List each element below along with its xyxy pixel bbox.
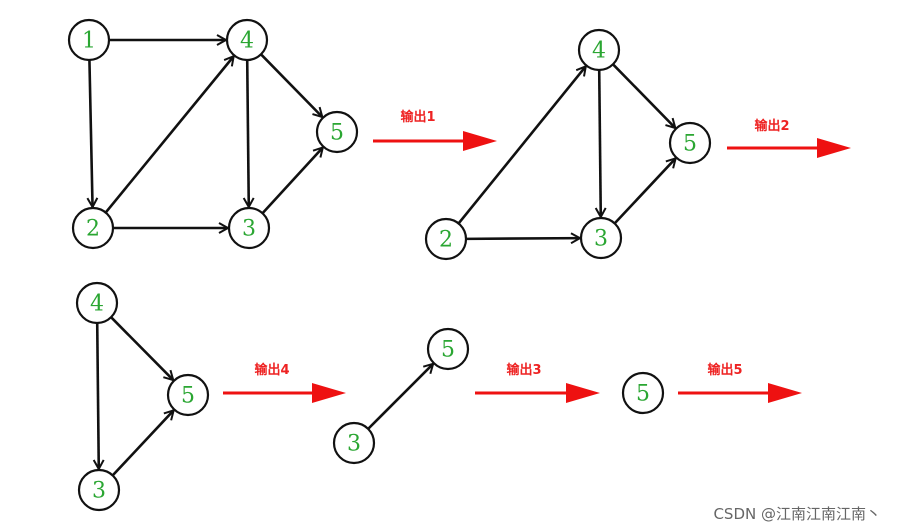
g3-edge-4-to-3 bbox=[97, 322, 99, 469]
g2-node-5-circle bbox=[668, 121, 712, 165]
g1-node-1: 1 bbox=[67, 18, 111, 62]
g1-edge-3-to-5 bbox=[261, 147, 323, 215]
g3-edge-3-to-5 bbox=[111, 410, 174, 477]
g1-node-2-circle bbox=[71, 206, 115, 250]
g2-node-5: 5 bbox=[668, 121, 712, 165]
g3-node-3: 3 bbox=[77, 468, 121, 512]
step-arrow-2: 输出2 bbox=[727, 118, 851, 158]
step-arrow-5: 输出5 bbox=[678, 362, 802, 403]
g4-node-5-circle bbox=[426, 327, 470, 371]
step-label-1: 输出1 bbox=[400, 109, 435, 125]
g3-node-5-label: 5 bbox=[181, 384, 195, 409]
g1-node-3-circle bbox=[227, 206, 271, 250]
g1-node-4: 4 bbox=[225, 18, 269, 62]
g2-node-2: 2 bbox=[424, 217, 468, 261]
g1-edge-1-to-2 bbox=[89, 59, 92, 207]
g3-node-4-label: 4 bbox=[90, 292, 104, 317]
g1-node-3-label: 3 bbox=[242, 217, 256, 242]
step-arrow-2-head-icon bbox=[817, 138, 851, 158]
g1-node-2: 2 bbox=[71, 206, 115, 250]
g3-node-5: 5 bbox=[166, 373, 210, 417]
g1-node-1-label: 1 bbox=[82, 29, 96, 54]
g4-node-5-label: 5 bbox=[441, 338, 455, 363]
g3-node-4-circle bbox=[75, 281, 119, 325]
g4-node-5: 5 bbox=[426, 327, 470, 371]
step-arrow-1: 输出1 bbox=[373, 109, 497, 151]
g2-node-4: 4 bbox=[577, 28, 621, 72]
step-label-3: 输出4 bbox=[254, 362, 289, 378]
step-label-2: 输出2 bbox=[754, 118, 789, 134]
steps-layer: 输出1 输出2 输出4 输出3 输出5 bbox=[223, 109, 851, 403]
g4-edge-3-to-5 bbox=[367, 364, 433, 430]
g2-edge-4-to-3 bbox=[599, 69, 601, 217]
step-arrow-3-head-icon bbox=[312, 383, 346, 403]
g1-node-3: 3 bbox=[227, 206, 271, 250]
g1-edge-4-to-5 bbox=[260, 53, 322, 117]
g2-edge-3-to-5 bbox=[613, 158, 676, 225]
step-arrow-3: 输出4 bbox=[223, 362, 346, 403]
g2-edge-2-to-4 bbox=[457, 66, 586, 225]
g1-edge-2-to-4 bbox=[104, 56, 234, 214]
step-label-5: 输出5 bbox=[707, 362, 742, 378]
g3-edge-4-to-5 bbox=[110, 316, 173, 380]
g2-node-4-label: 4 bbox=[592, 39, 606, 64]
step-arrow-4-head-icon bbox=[566, 383, 600, 403]
g2-node-3-circle bbox=[579, 216, 623, 260]
g2-edge-2-to-3 bbox=[465, 238, 580, 239]
g2-node-5-label: 5 bbox=[683, 132, 697, 157]
g5-node-5-circle bbox=[621, 371, 665, 415]
g5-node-5-label: 5 bbox=[636, 382, 650, 407]
g1-node-4-circle bbox=[225, 18, 269, 62]
g2-node-2-circle bbox=[424, 217, 468, 261]
nodes-layer: 1 2 3 4 5 2 3 4 5 3 4 5 3 5 5 bbox=[67, 18, 712, 512]
g1-node-2-label: 2 bbox=[86, 217, 100, 242]
g1-node-5-label: 5 bbox=[330, 121, 344, 146]
g3-node-3-circle bbox=[77, 468, 121, 512]
g4-node-3-label: 3 bbox=[347, 432, 361, 457]
g5-node-5: 5 bbox=[621, 371, 665, 415]
g2-node-2-label: 2 bbox=[439, 228, 453, 253]
g2-node-3: 3 bbox=[579, 216, 623, 260]
g2-node-3-label: 3 bbox=[594, 227, 608, 252]
step-arrow-1-head-icon bbox=[463, 131, 497, 151]
g4-node-3-circle bbox=[332, 421, 376, 465]
watermark: CSDN @江南江南江南丶 bbox=[713, 505, 881, 523]
g1-node-4-label: 4 bbox=[240, 29, 254, 54]
step-label-4: 输出3 bbox=[506, 362, 541, 378]
step-arrow-4: 输出3 bbox=[475, 362, 600, 403]
g2-edge-4-to-5 bbox=[612, 63, 675, 128]
g3-node-4: 4 bbox=[75, 281, 119, 325]
g1-edge-4-to-3 bbox=[247, 59, 249, 207]
g3-node-3-label: 3 bbox=[92, 479, 106, 504]
g1-node-5: 5 bbox=[315, 110, 359, 154]
g3-node-5-circle bbox=[166, 373, 210, 417]
edges-layer bbox=[89, 40, 676, 477]
g1-node-5-circle bbox=[315, 110, 359, 154]
g4-node-3: 3 bbox=[332, 421, 376, 465]
step-arrow-5-head-icon bbox=[768, 383, 802, 403]
g1-node-1-circle bbox=[67, 18, 111, 62]
g2-node-4-circle bbox=[577, 28, 621, 72]
